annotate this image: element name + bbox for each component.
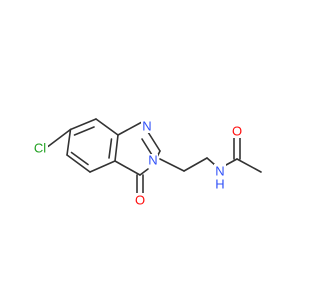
structure-canvas: Cl N N O N H O: [32, 118, 262, 208]
bond: [114, 134, 119, 162]
bond: [47, 128, 72, 148]
bond: [89, 160, 116, 173]
bond: [117, 121, 143, 136]
atom-label-n3: N: [148, 153, 157, 168]
bond: [108, 138, 113, 159]
bond: [141, 138, 153, 156]
atom-oxygen-carbonyl: O: [134, 193, 146, 208]
atom-label-cl: Cl: [34, 141, 46, 156]
molecule-diagram: Cl N N O N H O: [32, 118, 262, 208]
atom-label-n1: N: [142, 119, 151, 134]
bond: [114, 160, 141, 176]
atom-label-o2: O: [232, 124, 242, 139]
atom-label-h: H: [215, 177, 224, 192]
atom-nitrogen-1: N: [141, 119, 153, 134]
bond: [139, 168, 149, 176]
atom-label-o4: O: [135, 193, 145, 208]
bond: [66, 128, 72, 156]
atom-chlorine: Cl: [32, 141, 48, 156]
bond: [66, 154, 91, 173]
bond: [147, 131, 161, 152]
bond: [206, 157, 216, 166]
atom-nitrogen-3: N: [146, 153, 158, 168]
bond: [70, 151, 89, 166]
bond: [95, 118, 119, 136]
bond: [225, 158, 238, 166]
atom-label-nh: N: [215, 164, 224, 179]
bond: [159, 158, 185, 172]
bond: [183, 157, 208, 172]
atom-amide-nitrogen: N H: [214, 164, 226, 192]
atom-oxygen-amide: O: [231, 124, 243, 139]
bond: [73, 126, 95, 136]
bond: [236, 158, 262, 173]
bond: [69, 118, 97, 131]
